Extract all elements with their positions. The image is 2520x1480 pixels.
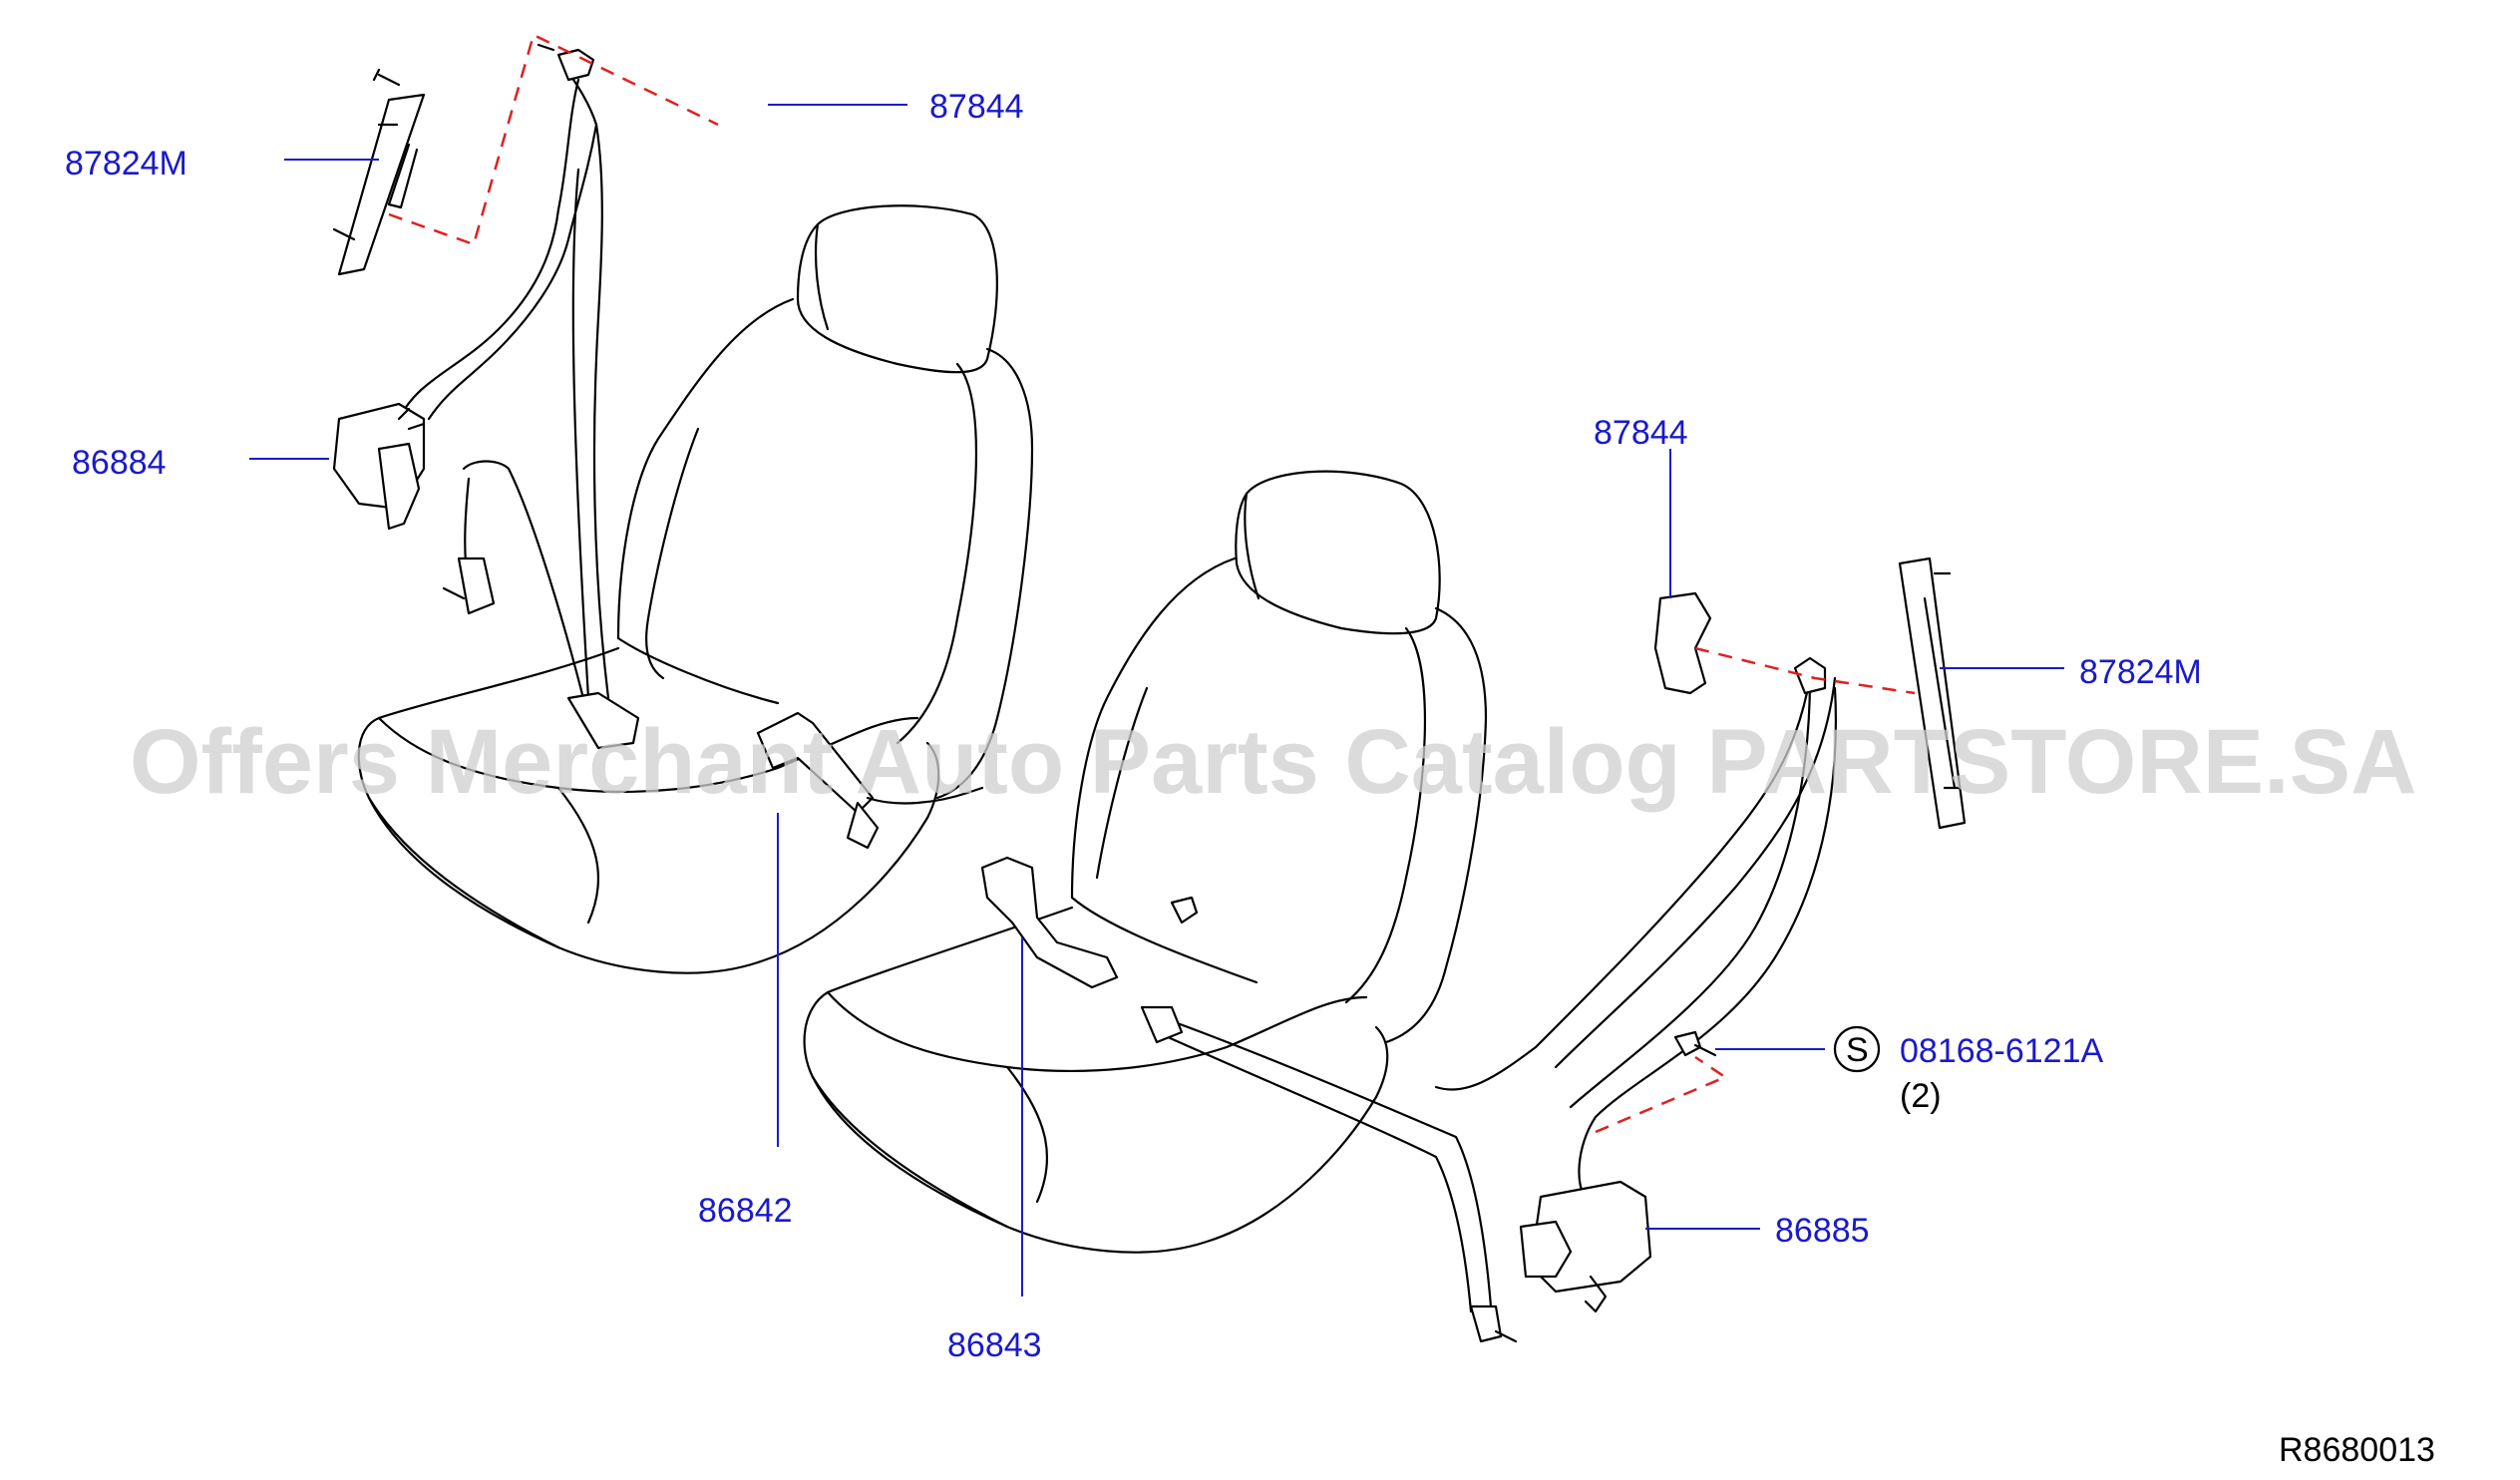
right-seat-belt-drawing xyxy=(1140,556,1967,1343)
part-label-86884[interactable]: 86884 xyxy=(72,444,167,482)
left-seat-drawing xyxy=(357,204,1034,974)
leader-lines xyxy=(249,104,2064,1296)
part-label-87844-right[interactable]: 87844 xyxy=(1594,414,1688,452)
part-label-86842[interactable]: 86842 xyxy=(698,1192,793,1230)
right-seat-drawing xyxy=(803,470,1488,1254)
part-quantity-08168: (2) xyxy=(1900,1077,1942,1115)
service-symbol-circle xyxy=(1833,1025,1881,1073)
part-label-86843[interactable]: 86843 xyxy=(947,1326,1042,1364)
part-label-86885[interactable]: 86885 xyxy=(1775,1212,1870,1250)
part-label-08168-6121a[interactable]: 08168-6121A xyxy=(1900,1032,2104,1070)
diagram-reference-code: R8680013 xyxy=(2279,1431,2435,1469)
part-label-87844-top[interactable]: 87844 xyxy=(929,88,1024,126)
service-symbol-s: S xyxy=(1846,1031,1869,1069)
part-label-87824m-left[interactable]: 87824M xyxy=(65,145,187,183)
watermark-text: Offers Merchant Auto Parts Catalog PARTS… xyxy=(130,711,2417,813)
left-seat-belt-drawing xyxy=(332,43,640,750)
dashed-relation-lines xyxy=(388,33,1916,1134)
part-label-87824m-right[interactable]: 87824M xyxy=(2079,653,2202,691)
